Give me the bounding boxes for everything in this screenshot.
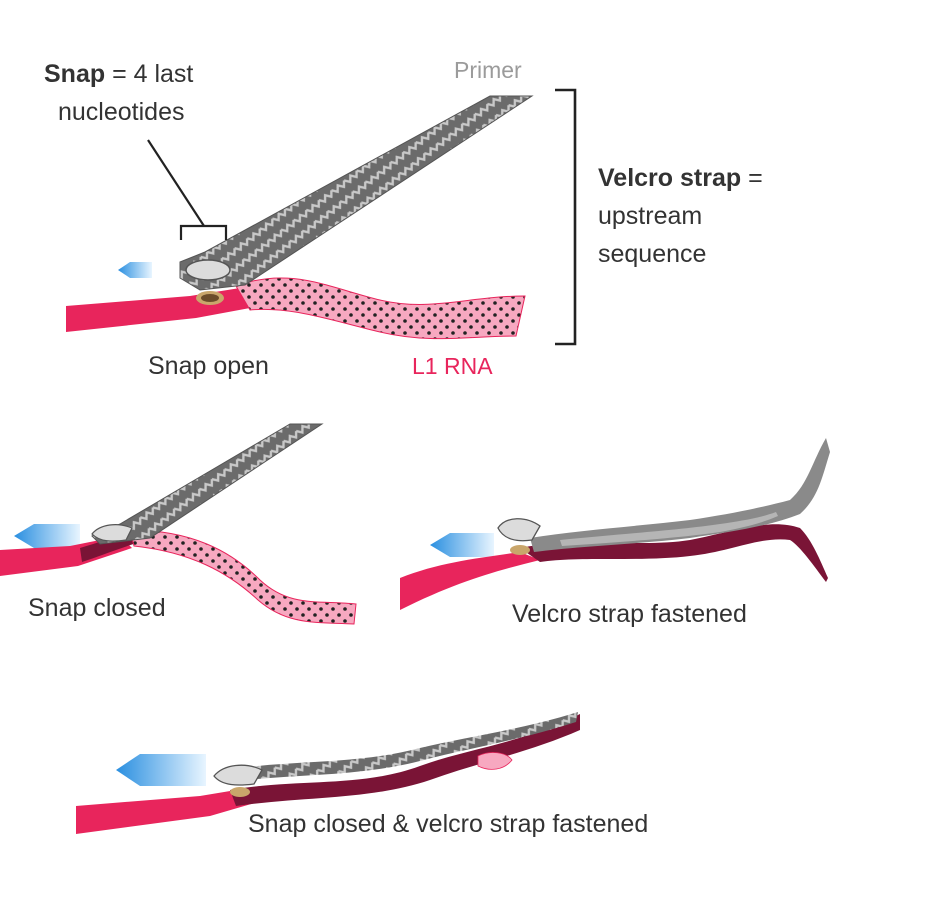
- panel-snap-open: Snap = 4 last nucleotides Primer Velcro …: [44, 57, 763, 380]
- panel-velcro-fastened: Velcro strap fastened: [400, 438, 830, 628]
- rna-strand-bound-4: [230, 714, 580, 806]
- primer-band-1: [179, 95, 534, 291]
- rna-strand-solid-3: [400, 552, 540, 610]
- snap-tip-2: [91, 524, 133, 542]
- snap-tip-3: [497, 518, 541, 542]
- direction-arrow-1: [118, 262, 152, 278]
- velcro-label-eq: =: [741, 164, 763, 192]
- panel-snap-closed: Snap closed: [0, 423, 357, 625]
- snap-tip-4: [213, 764, 263, 786]
- direction-arrow-4: [116, 754, 206, 786]
- snap-label-rest: = 4 last: [105, 60, 193, 88]
- primer-band-4: [240, 712, 578, 780]
- snap-bracket: [179, 224, 228, 240]
- nucleotide-marker-3: [510, 545, 530, 555]
- l1-rna-label: L1 RNA: [412, 353, 493, 379]
- rna-strand-dotted-2: [129, 529, 357, 625]
- panel-both: Snap closed & velcro strap fastened: [76, 712, 648, 838]
- velcro-label-line3: sequence: [598, 240, 706, 268]
- snap-label-bold: Snap: [44, 60, 105, 88]
- nucleotide-marker-4: [230, 787, 250, 797]
- snap-label: Snap = 4 last: [44, 60, 193, 88]
- primer-label: Primer: [454, 57, 522, 83]
- rna-strand-solid-1: [66, 288, 250, 332]
- velcro-label: Velcro strap =: [598, 164, 763, 192]
- primer-band-2: [91, 423, 324, 545]
- velcro-label-bold: Velcro strap: [598, 164, 741, 192]
- velcro-fastened-label: Velcro strap fastened: [512, 600, 747, 628]
- velcro-bracket: [555, 88, 577, 346]
- snap-open-label: Snap open: [148, 352, 269, 380]
- both-label: Snap closed & velcro strap fastened: [248, 810, 648, 838]
- rna-strand-dotted-1: [235, 277, 526, 340]
- direction-arrow-3: [430, 533, 494, 557]
- snap-closed-label: Snap closed: [28, 594, 166, 622]
- snap-label-line2: nucleotides: [58, 98, 184, 126]
- rna-strand-bound-3: [520, 524, 828, 582]
- snap-tip-1: [185, 259, 231, 281]
- snap-pointer-line: [147, 139, 205, 227]
- direction-arrow-2: [14, 524, 80, 548]
- rna-strand-solid-4: [76, 786, 272, 834]
- velcro-label-line2: upstream: [598, 202, 702, 230]
